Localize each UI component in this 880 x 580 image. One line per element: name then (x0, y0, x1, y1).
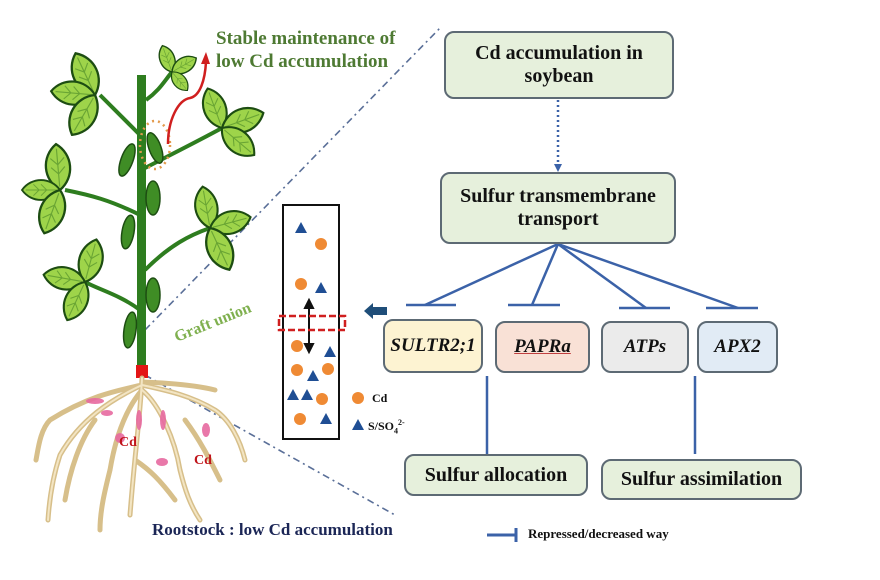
graft-union-marker (136, 365, 148, 378)
sulfur-allocation-label: Sulfur allocation (424, 463, 568, 486)
repressed-legend-label: Repressed/decreased way (528, 526, 669, 541)
gene-label-apx2: APX2 (714, 336, 761, 358)
roots-inner (47, 377, 246, 521)
navy-left-arrow (364, 303, 387, 319)
cd-ions (291, 238, 334, 425)
sulfur-assimilation-box: Sulfur assimilation (601, 459, 802, 500)
highlight-circle (138, 119, 172, 171)
cd-accumulation-line2: soybean (524, 65, 594, 87)
sulfur-allocation-box: Sulfur allocation (404, 454, 588, 496)
root-cd-label-2: Cd (194, 453, 212, 468)
gene-label-papra: PAPRa (514, 336, 571, 358)
stable-maintenance-line1: Stable maintenance of (216, 28, 396, 49)
gene-box-apx2: APX2 (697, 321, 778, 373)
gene-box-papra: PAPRa (495, 321, 590, 373)
cd-legend-label: Cd (372, 391, 388, 405)
cd-legend-icon (352, 392, 364, 404)
sulfate-legend-base: S/SO (368, 419, 395, 433)
root-cd-label-1: Cd (119, 435, 137, 450)
leaves (21, 42, 269, 349)
sulfate-legend-label: S/SO42- (368, 418, 405, 435)
gene-box-atps: ATPs (601, 321, 689, 373)
graft-zone-dashed-box (277, 314, 347, 332)
transport-double-arrow (303, 297, 315, 355)
gene-label-atps: ATPs (623, 336, 667, 358)
sulfur-transport-line2: transport (517, 208, 599, 230)
stem (64, 70, 223, 370)
gene-label-sultr21: SULTR2;1 (390, 335, 476, 357)
stable-maintenance-line2: low Cd accumulation (216, 50, 389, 72)
gene-box-sultr21: SULTR2;1 (383, 319, 483, 373)
rootstock-label: Rootstock : low Cd accumulation (152, 520, 393, 539)
sulfur-assimilation-label: Sulfur assimilation (620, 468, 783, 490)
sulfur-transport-line1: Sulfur transmembrane (460, 185, 656, 207)
cd-accumulation-box: Cd accumulation in soybean (444, 31, 674, 99)
cd-accumulation-line1: Cd accumulation in (475, 42, 643, 64)
sulfur-transport-box: Sulfur transmembrane transport (440, 172, 676, 244)
repressed-legend-icon (487, 528, 518, 542)
upward-red-arrow (166, 52, 210, 145)
zoom-guide-lines (144, 27, 441, 516)
inhibition-lines (406, 242, 758, 454)
sulfate-legend-sup: 2- (398, 418, 405, 427)
sulfate-legend-sub: 4 (394, 426, 399, 436)
stable-maintenance-label: Stable maintenance of low Cd accumulatio… (216, 28, 395, 74)
sulfate-ions (287, 222, 336, 424)
dotted-arrow (554, 100, 562, 172)
sulfate-legend-icon (352, 419, 364, 430)
membrane-panel (282, 204, 340, 440)
cd-root-deposits (86, 398, 210, 466)
